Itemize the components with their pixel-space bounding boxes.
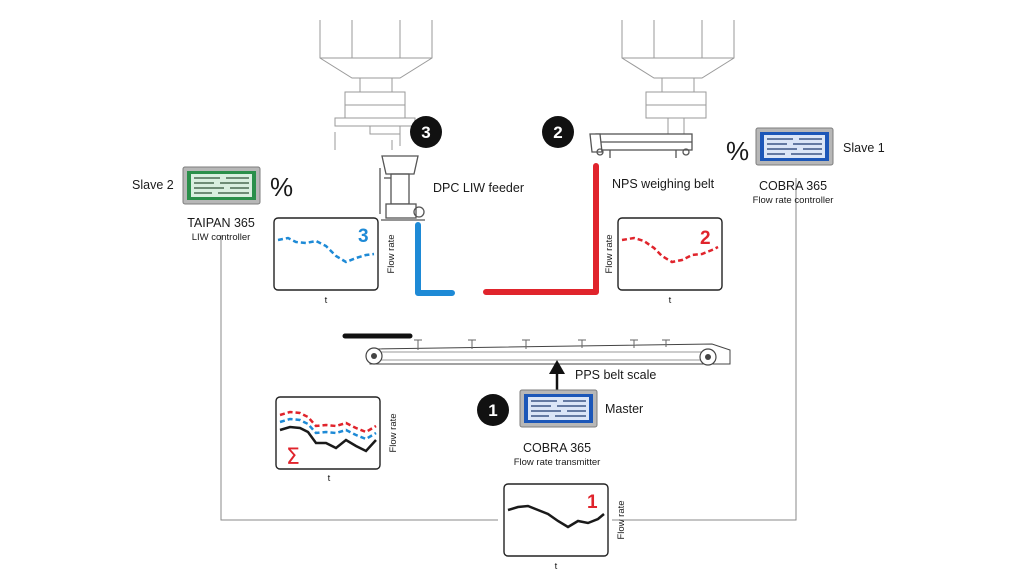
blue-flow-line [415,222,455,296]
flow-plot-3: 3 t Flow rate [273,217,397,306]
plot-1-ylabel: Flow rate [616,500,627,539]
liw-feeder-hopper-drawing [319,20,433,150]
pps-belt-conveyor [342,333,731,366]
plot-2-ylabel: Flow rate [604,234,615,273]
cobra-365-controller-device [755,127,834,166]
taipan-365-device [182,166,261,205]
flow-trace-2 [621,236,719,264]
taipan-name: TAIPAN 365 [187,216,255,230]
flow-plot-2: 2 t Flow rate [604,217,723,306]
cobra-transmitter-role: Flow rate transmitter [514,457,601,468]
flow-trace-sum-red [279,410,377,434]
step-3-badge: 3 [410,116,442,148]
flow-trace-3 [277,236,375,264]
svg-text:1: 1 [488,401,497,420]
flow-trace-1 [507,504,605,529]
plot-2-number: 2 [700,228,711,249]
svg-text:3: 3 [421,123,430,142]
plot-sum-symbol: Σ [286,445,300,470]
pps-belt-scale-label: PPS belt scale [575,368,656,382]
cobra-transmitter-name: COBRA 365 [523,441,591,455]
slave2-label: Slave 2 [132,178,174,192]
slave1-percent-symbol: % [726,136,749,166]
dpc-liw-feeder-drawing [379,155,425,221]
nps-weighing-belt-label: NPS weighing belt [612,177,715,191]
dpc-liw-feeder-label: DPC LIW feeder [433,181,524,195]
nps-hopper-drawing [621,20,735,134]
flow-trace-sum-total [279,425,377,453]
plot-3-number: 3 [358,226,369,247]
flow-plot-sum: Σ t Flow rate [275,396,399,484]
master-label: Master [605,402,643,416]
plot-3-ylabel: Flow rate [386,234,397,273]
slave1-label: Slave 1 [843,141,885,155]
plot-1-number: 1 [587,492,598,513]
step-2-badge: 2 [542,116,574,148]
slave2-percent-symbol: % [270,172,293,202]
cobra-controller-name: COBRA 365 [759,179,827,193]
plot-3-xlabel: t [325,295,328,306]
pps-scale-arrow [549,360,565,392]
control-connectors [220,178,797,521]
plot-2-xlabel: t [669,295,672,306]
cobra-365-transmitter-device [519,389,598,428]
plot-1-xlabel: t [555,561,558,572]
plot-sum-xlabel: t [328,473,331,484]
step-1-badge: 1 [477,394,509,426]
cobra-controller-role: Flow rate controller [753,195,834,206]
plot-sum-ylabel: Flow rate [388,413,399,452]
taipan-role: LIW controller [192,232,251,243]
red-flow-line [483,163,599,295]
svg-text:2: 2 [553,123,562,142]
flow-plot-1: 1 t Flow rate [503,483,627,572]
flow-trace-sum-blue [279,417,377,441]
nps-weighing-belt-drawing [589,133,693,158]
